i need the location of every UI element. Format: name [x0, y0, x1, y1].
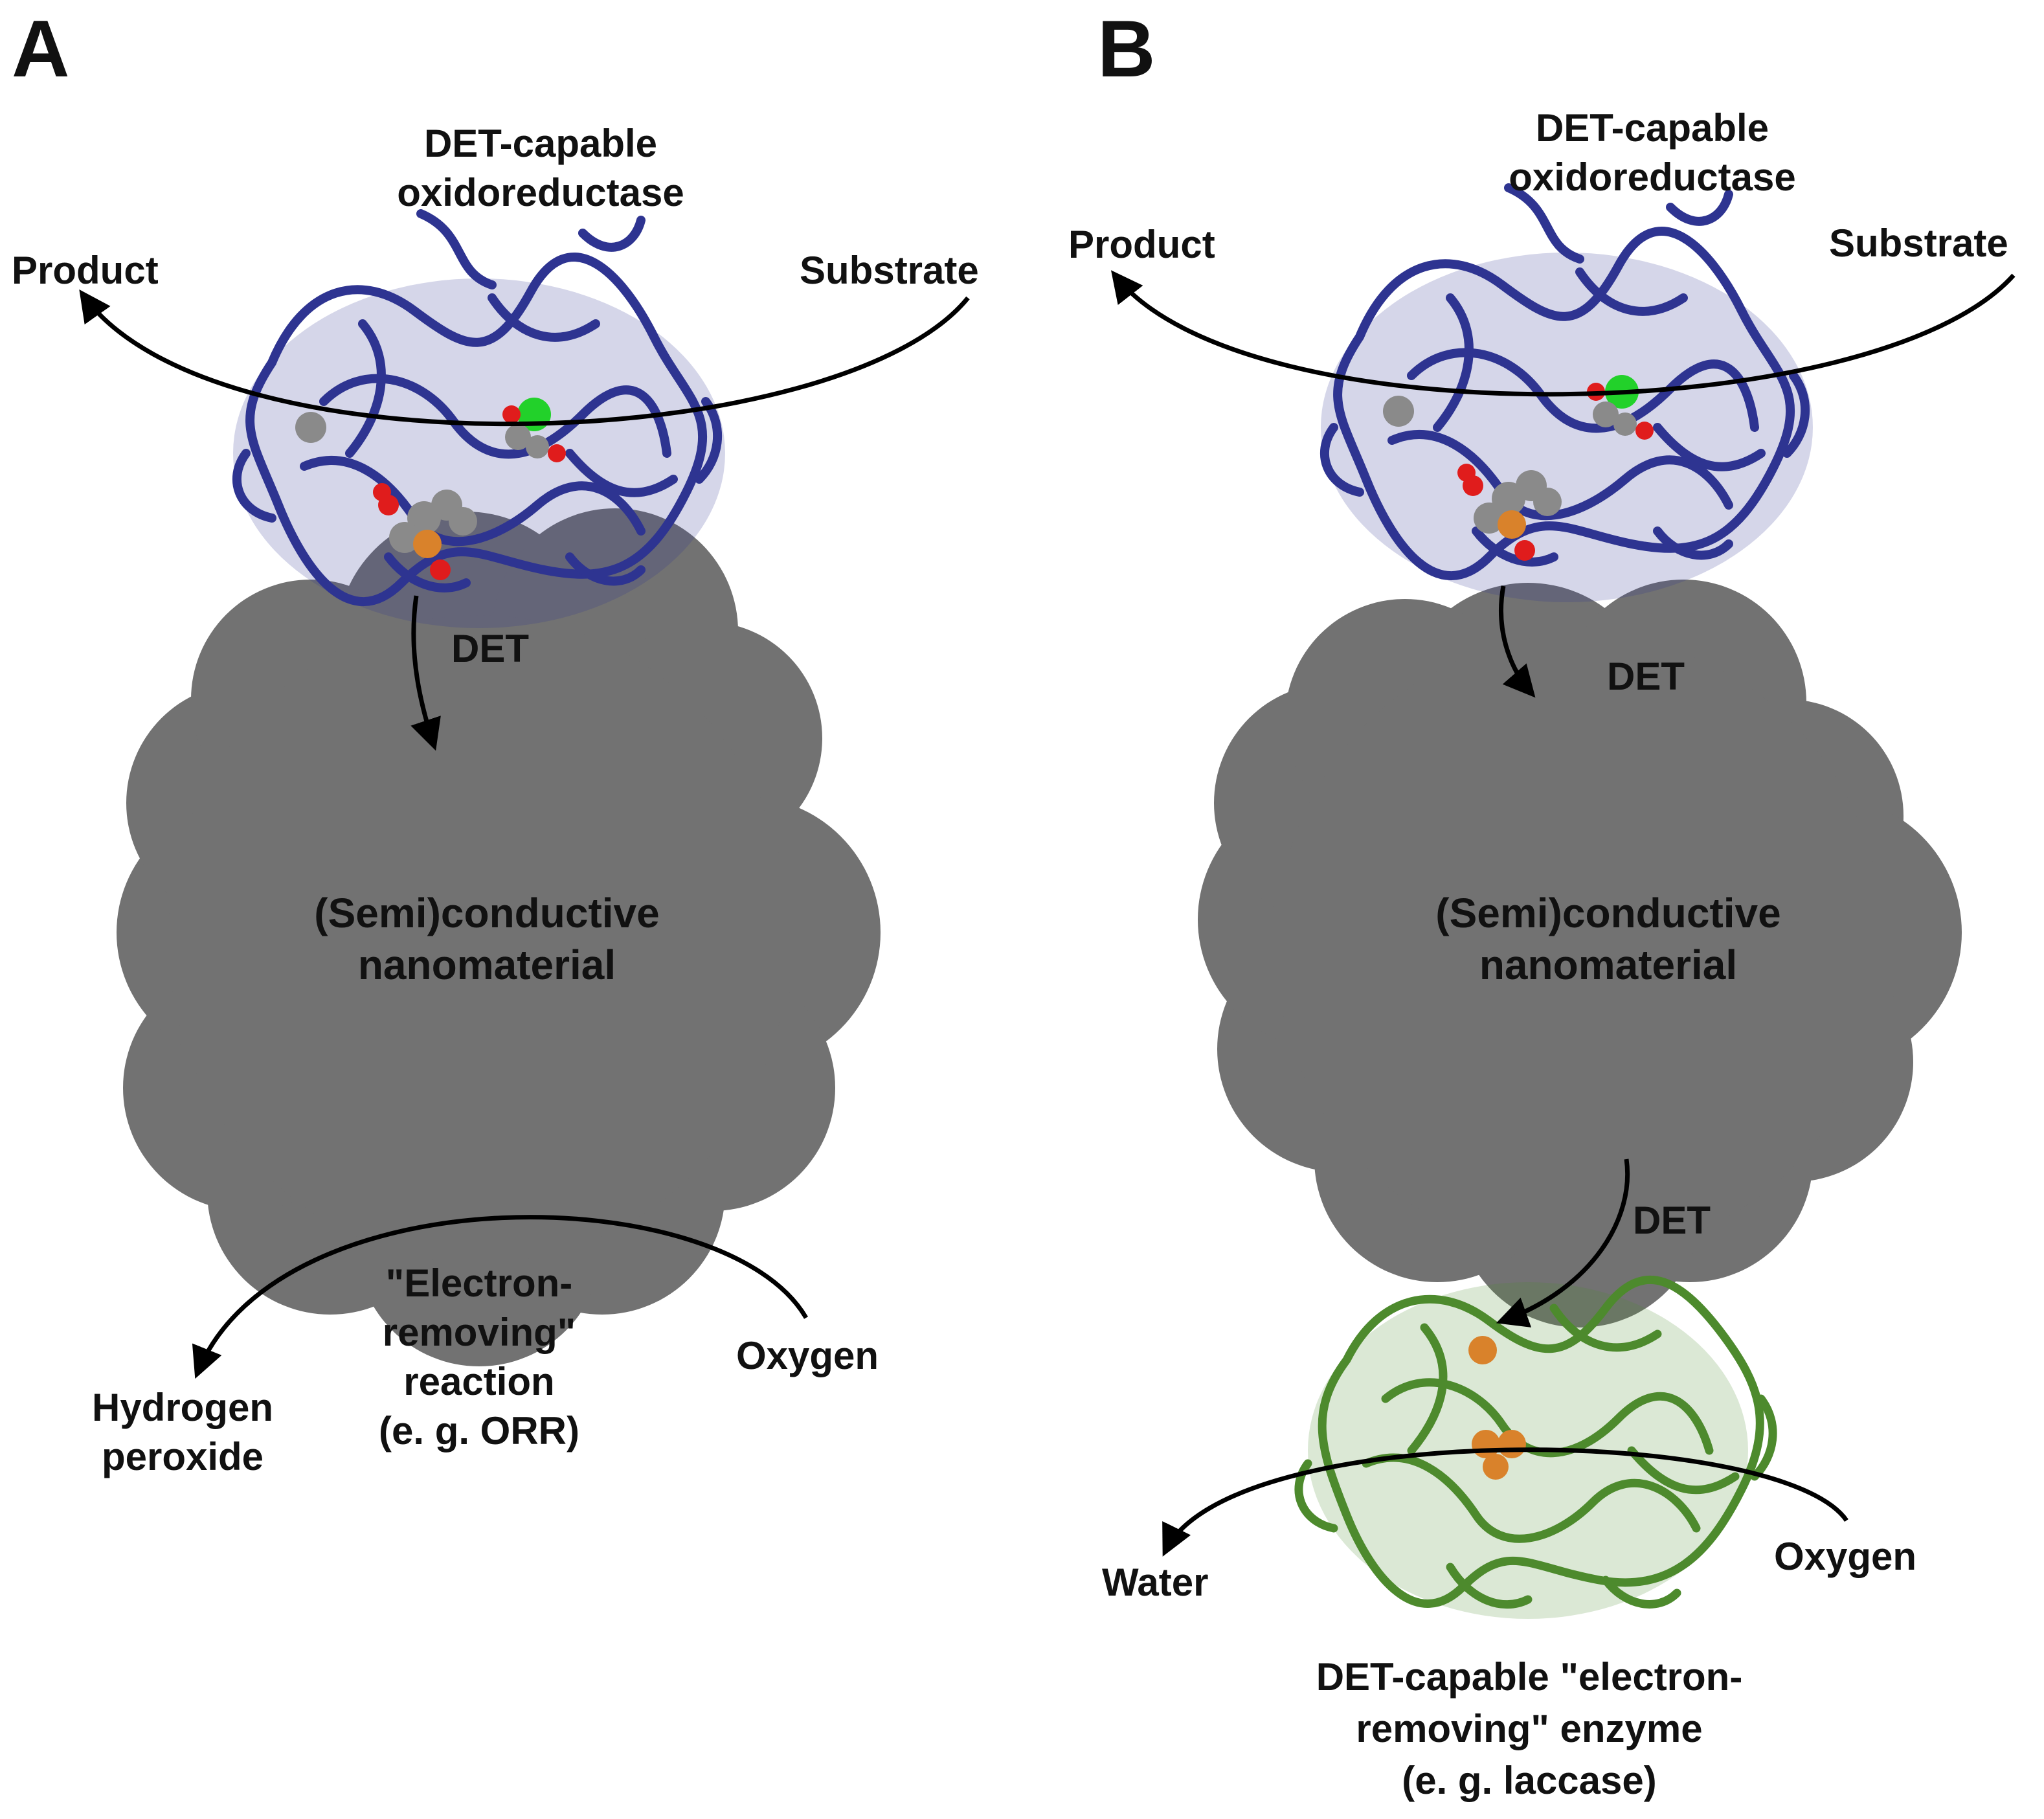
substrate-product-arrow-b: [1110, 270, 2016, 397]
cofactors-b: [1383, 375, 1654, 561]
oxidoreductase-protein-a: [232, 209, 725, 628]
det-label-b-bottom: DET: [1633, 1199, 1711, 1242]
oxygen-peroxide-arrow-a: [192, 1215, 809, 1379]
enzyme2-label-b-line3: (e. g. laccase): [1402, 1759, 1657, 1802]
det-arrow-b-bottom: [1496, 1158, 1630, 1328]
cofactors-a: [295, 398, 566, 580]
reaction-label-a-line1: "Electron-: [386, 1261, 573, 1305]
panel-b: B: [1068, 5, 2016, 1802]
det-label-a: DET: [451, 627, 529, 670]
oxidoreductase-protein-b: [1320, 183, 1813, 602]
substrate-product-arrow-a: [79, 289, 970, 427]
enzyme-label-a-line2: oxidoreductase: [397, 171, 684, 214]
substrate-label-a: Substrate: [800, 249, 979, 292]
oxygen-label-a: Oxygen: [736, 1334, 879, 1377]
product-label-b: Product: [1068, 223, 1215, 266]
oxygen-label-b: Oxygen: [1774, 1535, 1916, 1578]
enzyme-label-b-line2: oxidoreductase: [1509, 155, 1795, 199]
peroxide-label-a-line1: Hydrogen: [92, 1386, 273, 1429]
enzyme-label-b-line1: DET-capable: [1536, 106, 1769, 150]
nanomaterial-label-a-line2: nanomaterial: [358, 942, 616, 988]
enzyme-label-a-line1: DET-capable: [424, 122, 657, 165]
nanomaterial-label-b-line1: (Semi)conductive: [1435, 890, 1780, 936]
reaction-label-a-line3: reaction: [403, 1360, 554, 1403]
product-label-a: Product: [12, 249, 159, 292]
det-label-b-top: DET: [1607, 655, 1685, 698]
det-arrow-b-top: [1499, 585, 1536, 698]
nanomaterial-cloud-b: [1198, 580, 1962, 1328]
water-label-b: Water: [1102, 1561, 1208, 1604]
nanomaterial-label-b-line2: nanomaterial: [1479, 942, 1737, 988]
reaction-label-a-line2: removing": [383, 1311, 576, 1354]
substrate-label-b: Substrate: [1829, 221, 2008, 265]
det-arrow-a: [410, 595, 441, 751]
enzyme2-label-b-line1: DET-capable "electron-: [1316, 1655, 1743, 1699]
panel-a: A: [12, 5, 979, 1478]
panel-b-letter: B: [1097, 5, 1156, 94]
enzyme2-label-b-line2: removing" enzyme: [1356, 1707, 1702, 1750]
nanomaterial-label-a-line1: (Semi)conductive: [314, 890, 659, 936]
nanomaterial-cloud-a: [117, 508, 881, 1366]
oxygen-water-arrow-b: [1162, 1447, 1848, 1557]
panel-a-letter: A: [12, 5, 70, 94]
reaction-label-a-line4: (e. g. ORR): [379, 1409, 579, 1452]
peroxide-label-a-line2: peroxide: [102, 1435, 264, 1478]
